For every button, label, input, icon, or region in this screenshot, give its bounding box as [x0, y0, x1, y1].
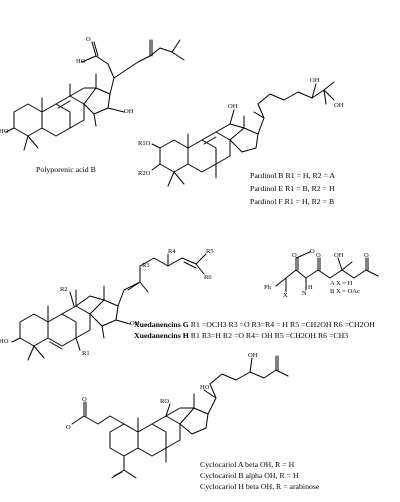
atom-a-def: A X = H: [330, 280, 353, 287]
atom-r6: R6: [204, 274, 212, 281]
atom-b-def: B X = OAc: [330, 288, 360, 295]
atom-o-c-carbonyl: O: [82, 396, 87, 403]
atom-oh-16: OH: [124, 108, 134, 115]
caption-xuedanencins-g: Xuedanencins G R1 =OCH3 R3 =O R3=R4 = H …: [134, 320, 375, 329]
caption-pardinol-e: Pardinol E R1 = B, R2 = H: [250, 184, 335, 193]
cyclocariol-structure: [72, 356, 288, 478]
atom-ho-c22: HO: [200, 384, 210, 391]
atom-oh-sub: OH: [334, 252, 344, 259]
caption-cyclocariol-b: Cyclocariol B alpha OH, R = H: [200, 471, 299, 480]
atom-o-terminal: O: [364, 252, 369, 259]
atom-oh-c24: OH: [248, 352, 258, 359]
atom-o-carbonyl: O: [292, 252, 297, 259]
atom-oh-24: OH: [310, 77, 320, 84]
atom-ph: Ph: [264, 284, 271, 291]
caption-xuedanencins-g-name: Xuedanencins G: [134, 320, 189, 329]
atom-r4: R4: [168, 248, 176, 255]
polyporenic-acid-b-structure: [6, 40, 184, 150]
atom-ho-acid: HO: [76, 58, 86, 65]
caption-xuedanencins-g-subs: R1 =OCH3 R3 =O R3=R4 = H R5 =CH2OH R6 =C…: [190, 320, 375, 329]
caption-pardinol-b: Pardinol B R1 = H, R2 = A: [250, 171, 336, 180]
atom-ho-3: HO: [0, 128, 9, 135]
atom-x: X: [283, 292, 288, 299]
atom-o-amide: O: [316, 252, 321, 259]
atom-oh-x16: OH: [130, 320, 140, 327]
caption-polyporenic-acid-b: Polyporenic acid B: [36, 165, 96, 174]
caption-xuedanencins-h-subs: R1 R3=H R2 =O R4= OH R5 =CH2OH R6 =CH3: [190, 331, 349, 340]
atom-o-ester: O: [310, 248, 315, 255]
atom-ro: RO: [160, 398, 170, 405]
caption-xuedanencins-h: Xuedanencins H R1 R3=H R2 =O R4= OH R5 =…: [134, 331, 348, 340]
atom-oh-12: OH: [228, 103, 238, 110]
atom-oh-25: OH: [334, 102, 344, 109]
atom-r1: R1: [82, 350, 90, 357]
caption-cyclocariol-h: Cyclocariol H beta OH, R = arabinose: [200, 482, 320, 491]
atom-r2o: R2O: [138, 170, 151, 177]
atom-r3: R3: [142, 262, 150, 269]
atom-ho-x3: HO: [0, 338, 9, 345]
substituent-ab-structure: [276, 252, 378, 292]
caption-cyclocariol-a: Cyclocariol A beta OH, R = H: [200, 460, 295, 469]
caption-xuedanencins-h-name: Xuedanencins H: [134, 331, 189, 340]
xuedanencins-structure: [12, 254, 206, 360]
atom-hn: H: [308, 284, 313, 291]
pardinol-structure: [152, 82, 334, 186]
atom-o-acid: O: [86, 36, 91, 43]
atom-r1o: R1O: [138, 140, 151, 147]
caption-pardinol-f: Pardinol F R1 = H, R2 = B: [250, 197, 335, 206]
atom-n: N: [302, 290, 307, 297]
atom-r5: R5: [206, 248, 214, 255]
atom-o-c-ester: O: [66, 424, 71, 431]
atom-r2: R2: [60, 286, 68, 293]
